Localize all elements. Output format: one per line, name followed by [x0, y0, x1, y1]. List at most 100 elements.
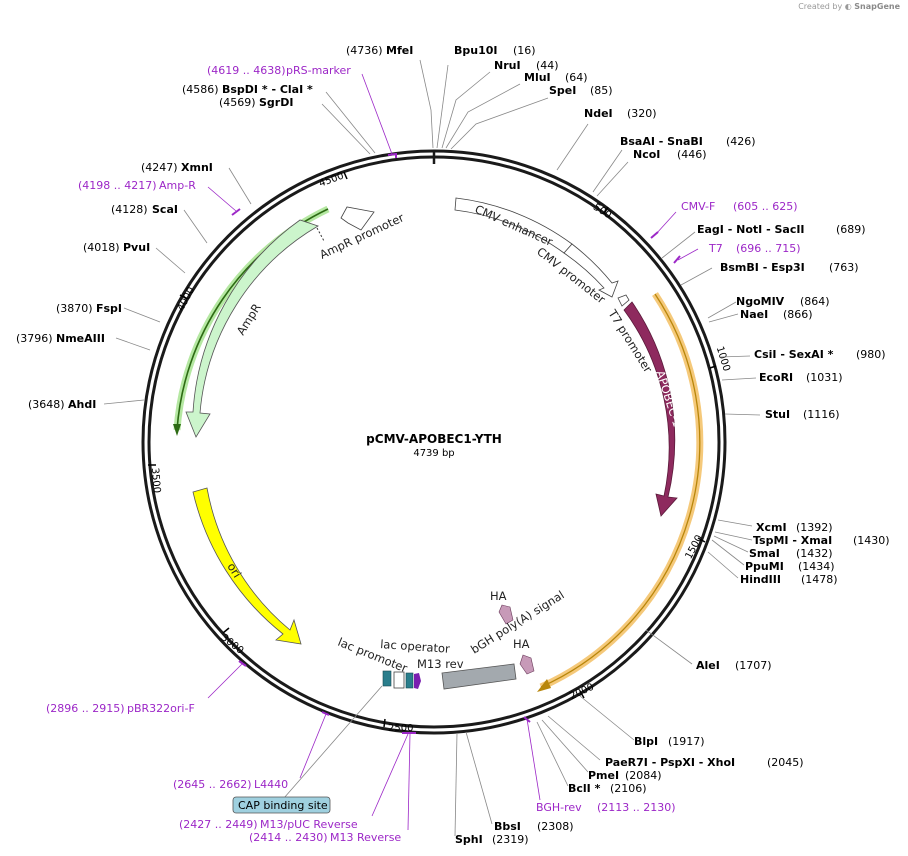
label-m13-rev: M13 rev: [417, 657, 464, 671]
enzyme-pos-bbsi: (2308): [537, 820, 574, 833]
enzyme-name-ncoi: NcoI: [633, 148, 660, 161]
tick-label-2500: 2500: [388, 723, 413, 734]
enzyme-pos-ngomiv: (864): [800, 295, 830, 308]
ampr-feature: [185, 219, 319, 438]
primer-range-l4440: (2645 .. 2662): [173, 778, 252, 791]
enzyme-name-xcmi: XcmI: [756, 521, 787, 534]
enzyme-pos-bpu10i: (16): [513, 44, 536, 57]
primer-range-bgh-rev: (2113 .. 2130): [597, 801, 676, 814]
enzyme-name-bsaai: BsaAI - SnaBI: [620, 135, 703, 148]
enzyme-pos-smai: (1432): [796, 547, 833, 560]
enzyme-name-alei: AleI: [696, 659, 720, 672]
primer-mark-pbr322ori-f: [238, 660, 247, 667]
cap-site-feature: [405, 672, 414, 689]
enzyme-pos-ppumi: (1434): [798, 560, 835, 573]
enzyme-name-xmni: XmnI: [181, 161, 213, 174]
orf-arc-green-arrow: [173, 424, 181, 436]
enzyme-pos-ahdi: (3648): [28, 398, 65, 411]
enzyme-pos-nrui: (44): [536, 59, 559, 72]
enzyme-name-smai: SmaI: [749, 547, 780, 560]
ampr-promoter-overlap-mark: [316, 227, 325, 242]
primer-name-l4440: L4440: [254, 778, 288, 791]
primer-name-prs-marker: pRS-marker: [286, 64, 351, 77]
enzyme-name-hindiii: HindIII: [740, 573, 781, 586]
lac-promoter-feature: [382, 670, 392, 687]
enzyme-pos-ecori: (1031): [806, 371, 843, 384]
enzyme-pos-bspdi: (4586): [182, 83, 219, 96]
credit-prefix: Created by: [798, 2, 843, 11]
cap-binding-site-badge: [232, 796, 331, 814]
enzyme-name-ppumi: PpuMI: [745, 560, 784, 573]
ori-feature: [192, 487, 302, 645]
cmv-promoter-feature: [563, 243, 619, 298]
enzyme-name-ecori: EcoRI: [759, 371, 793, 384]
enzyme-pos-mlui: (64): [565, 71, 588, 84]
enzyme-pos-xcmi: (1392): [796, 521, 833, 534]
enzyme-pos-ncoi: (446): [677, 148, 707, 161]
enzyme-pos-scai: (4128): [111, 203, 148, 216]
primer-name-m13-reverse: M13 Reverse: [330, 831, 401, 844]
enzyme-name-eagi: EagI - NotI - SacII: [697, 223, 805, 236]
snapgene-credit: Created by ◐ SnapGene: [798, 2, 900, 11]
enzyme-name-bcli: BclI *: [568, 782, 601, 795]
plasmid-name: pCMV-APOBEC1-YTH: [366, 432, 502, 446]
tick-label-3500: 3500: [149, 467, 162, 493]
primer-range-prs-marker: (4619 .. 4638): [207, 64, 286, 77]
enzyme-name-ahdi: AhdI: [68, 398, 96, 411]
plasmid-size: 4739 bp: [413, 448, 454, 459]
label-ori: ori: [224, 560, 244, 580]
orf-arc-yellow: [539, 292, 704, 691]
enzyme-name-pvui: PvuI: [123, 241, 150, 254]
lac-operator-feature: [393, 671, 405, 689]
ha-tag-2-feature: [519, 654, 535, 675]
primer-range-t7: (696 .. 715): [736, 242, 801, 255]
primer-name-bgh-rev: BGH-rev: [536, 801, 582, 814]
primer-range-amp-r: (4198 .. 4217): [78, 179, 157, 192]
t7-promoter-feature: [617, 294, 630, 307]
enzyme-name-blpi: BlpI: [634, 735, 658, 748]
enzyme-name-sgrdi: SgrDI: [259, 96, 293, 109]
primer-leader-lines: [207, 73, 699, 831]
ampr-promoter-feature: [340, 206, 375, 231]
enzyme-name-mfei: MfeI: [386, 44, 413, 57]
enzyme-labels: (4736) MfeI Bpu10I (16) NruI (44) MluI (…: [16, 44, 890, 846]
label-ampr: AmpR: [234, 301, 264, 338]
enzyme-pos-spei: (85): [590, 84, 613, 97]
enzyme-pos-bsaai: (426): [726, 135, 756, 148]
enzyme-name-scai: ScaI: [152, 203, 178, 216]
enzyme-pos-pvui: (4018): [83, 241, 120, 254]
enzyme-name-bsmbi: BsmBI - Esp3I: [720, 261, 805, 274]
primer-mark-t7: [673, 255, 681, 264]
label-lac-operator: lac operator: [380, 637, 451, 656]
apobec1-feature: [623, 301, 678, 517]
m13-rev-feature: [414, 673, 421, 689]
enzyme-pos-fspi: (3870): [56, 302, 93, 315]
primer-range-cmv-f: (605 .. 625): [733, 200, 798, 213]
enzyme-pos-eagi: (689): [836, 223, 866, 236]
enzyme-pos-paer7i: (2045): [767, 756, 804, 769]
enzyme-name-ndei: NdeI: [584, 107, 613, 120]
primer-range-m13-reverse: (2414 .. 2430): [249, 831, 328, 844]
enzyme-name-pmei: PmeI: [588, 769, 619, 782]
primer-range-m13-puc-reverse: (2427 .. 2449): [179, 818, 258, 831]
enzyme-pos-sphi: (2319): [492, 833, 529, 846]
enzyme-pos-hindiii: (1478): [801, 573, 838, 586]
enzyme-name-bspdi: BspDI * - ClaI *: [222, 83, 313, 96]
enzyme-pos-tspmi: (1430): [853, 534, 890, 547]
enzyme-pos-mfei: (4736): [346, 44, 383, 57]
primer-name-amp-r: Amp-R: [159, 179, 196, 192]
primer-mark-prs-marker: [387, 152, 397, 158]
enzyme-leader-lines: [103, 59, 761, 837]
enzyme-name-sphi: SphI: [455, 833, 483, 846]
label-ha-1: HA: [490, 589, 507, 603]
ha-tag-1-feature: [498, 604, 514, 625]
scale-ticks: [148, 171, 717, 728]
enzyme-pos-sgrdi: (4569): [219, 96, 256, 109]
enzyme-name-tspmi: TspMI - XmaI: [753, 534, 832, 547]
enzyme-name-fspi: FspI: [96, 302, 122, 315]
primer-labels: (4619 .. 4638) pRS-marker CMV-F (605 .. …: [46, 64, 801, 844]
enzyme-name-bpu10i: Bpu10I: [454, 44, 498, 57]
cap-leader-line: [283, 685, 383, 799]
enzyme-pos-nmeaiii: (3796): [16, 332, 53, 345]
